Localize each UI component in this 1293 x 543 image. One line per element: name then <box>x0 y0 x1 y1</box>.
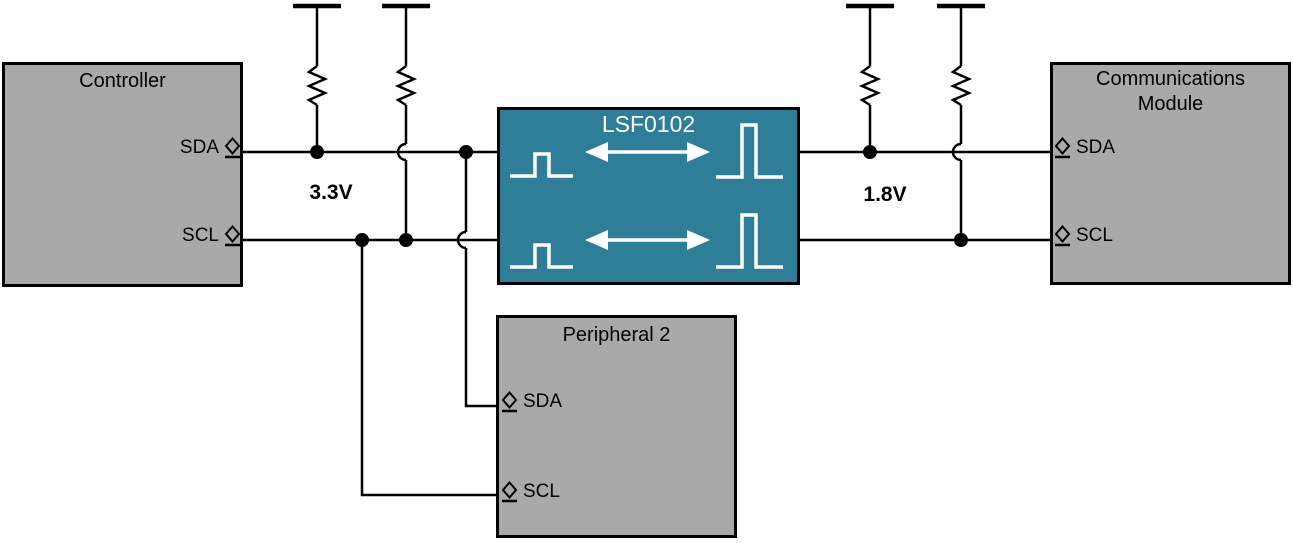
junction-dot-icon <box>310 145 324 159</box>
comm-module-scl-pin: SCL <box>1054 225 1113 247</box>
diamond-io-pin-icon <box>1054 137 1071 159</box>
diamond-io-pin-icon <box>224 225 241 247</box>
left-rail-voltage-label: 3.3V <box>309 181 353 204</box>
pullup-resistor-3v3-sda-icon <box>305 65 329 152</box>
communications-module-title-text: Communications Module <box>1096 68 1245 115</box>
junction-dot-icon <box>459 145 473 159</box>
wire-hop-icon <box>951 142 962 162</box>
communications-module-block <box>1050 62 1291 285</box>
supply-rail-3v3-scl-icon <box>382 3 430 66</box>
junction-dot-icon <box>399 233 413 247</box>
peripheral-2-scl-pin: SCL <box>501 481 560 503</box>
diamond-io-pin-icon <box>1054 225 1071 247</box>
supply-rail-3v3-sda-icon <box>293 3 341 66</box>
pullup-resistor-1v8-scl-icon <box>949 65 973 240</box>
comm-module-scl-pin-label: SCL <box>1076 225 1113 246</box>
diamond-io-pin-icon <box>501 481 518 503</box>
junction-dot-icon <box>355 233 369 247</box>
communications-module-title: Communications Module <box>1050 67 1291 117</box>
pullup-resistor-1v8-sda-icon <box>858 65 882 152</box>
comm-module-sda-pin: SDA <box>1054 137 1115 159</box>
junction-dot-icon <box>863 145 877 159</box>
pullup-resistor-3v3-scl-icon <box>394 65 418 240</box>
peripheral-2-title: Peripheral 2 <box>562 324 671 346</box>
supply-rail-1v8-scl-icon <box>937 3 985 66</box>
wire-hop-icon <box>456 230 467 250</box>
controller-scl-pin: SCL <box>182 225 241 247</box>
diamond-io-pin-icon <box>224 137 241 159</box>
controller-sda-pin: SDA <box>180 137 241 159</box>
peripheral-2-sda-pin-label: SDA <box>523 391 563 412</box>
peripheral-2-sda-pin: SDA <box>501 391 562 413</box>
controller-block <box>2 62 243 287</box>
supply-rail-1v8-sda-icon <box>846 3 894 66</box>
comm-module-sda-pin-label: SDA <box>1076 137 1116 158</box>
wire-hop-icon <box>396 142 407 162</box>
peripheral-sda-branch <box>456 152 496 408</box>
peripheral-scl-branch <box>360 240 496 497</box>
controller-title: Controller <box>79 70 166 92</box>
controller-sda-pin-label: SDA <box>179 137 219 158</box>
junction-dot-icon <box>954 233 968 247</box>
level-shifter-label: LSF0102 <box>601 111 696 137</box>
right-rail-voltage-label: 1.8V <box>863 183 907 206</box>
peripheral-2-scl-pin-label: SCL <box>523 481 560 502</box>
peripheral-2-block <box>496 315 737 538</box>
diamond-io-pin-icon <box>501 391 518 413</box>
controller-scl-pin-label: SCL <box>182 225 219 246</box>
